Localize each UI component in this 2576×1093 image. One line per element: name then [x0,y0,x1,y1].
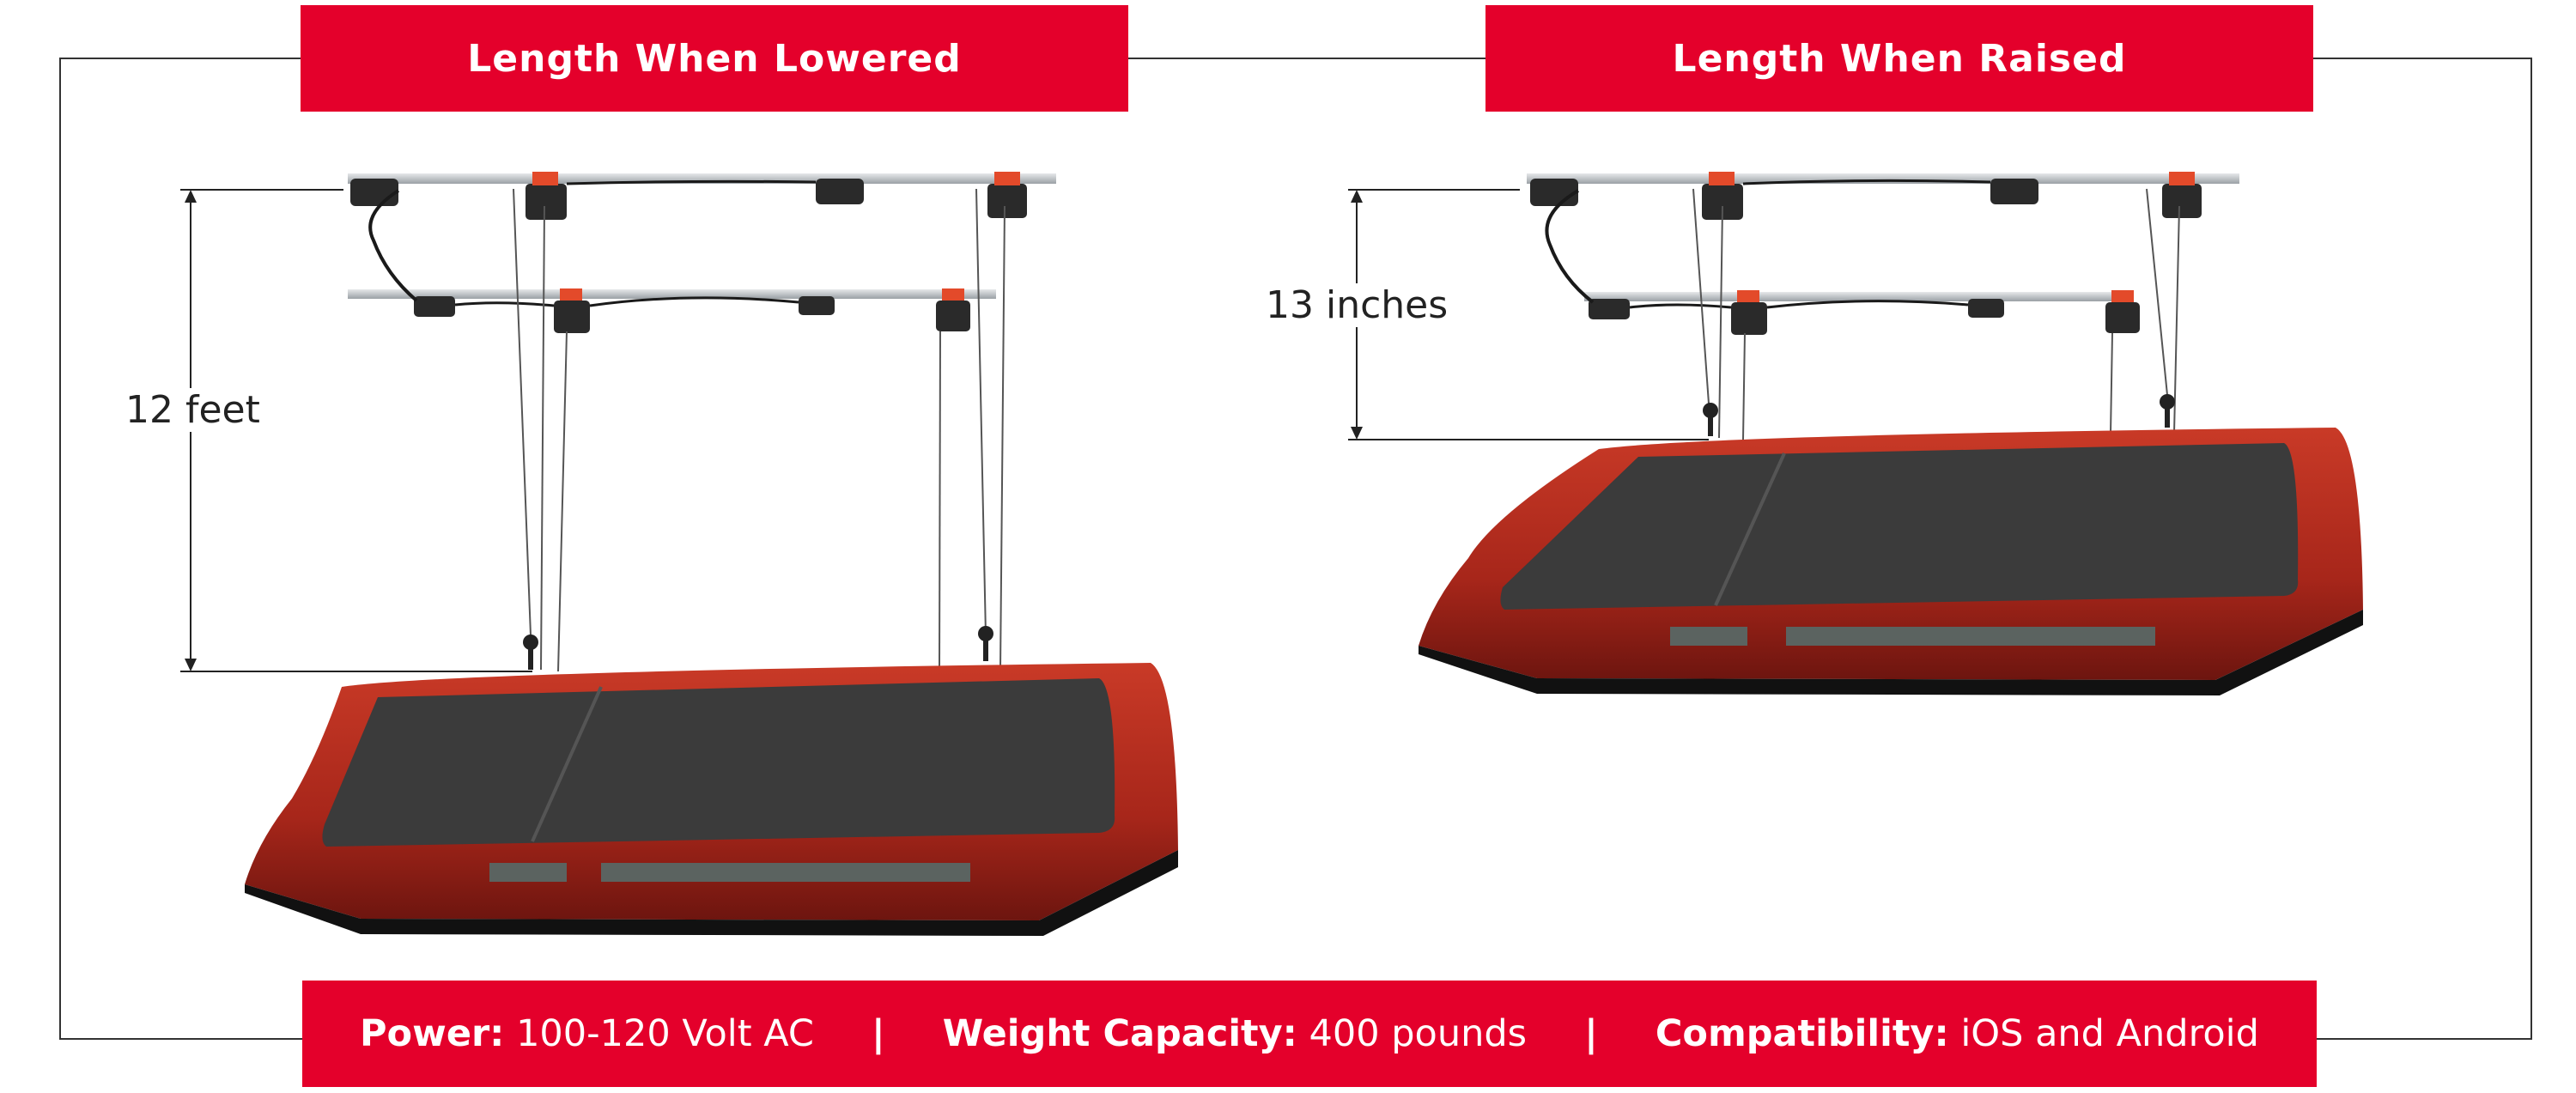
spec-weight-label: Weight Capacity: [942,1012,1297,1055]
dimension-line-raised [1348,189,1709,440]
ceiling-rail-raised [1527,173,2239,301]
pulley-hook-icon [523,626,993,670]
header-length-lowered: Length When Lowered [301,5,1128,112]
truck-cap-shell-raised [1419,428,2363,695]
dimension-label-lowered: 12 feet [122,388,264,432]
spec-weight: Weight Capacity: 400 pounds [943,1012,1527,1055]
spec-separator: | [871,1012,885,1055]
ceiling-rail-upper [348,173,1056,299]
spec-power-value: 100-120 Volt AC [516,1012,814,1055]
pulley-hook-icon [1703,394,2175,436]
spec-power-label: Power: [360,1012,505,1055]
spec-bar: Power: 100-120 Volt AC | Weight Capacity… [302,981,2317,1087]
spec-compatibility-label: Compatibility: [1655,1012,1949,1055]
spec-separator: | [1584,1012,1598,1055]
header-length-raised: Length When Raised [1485,5,2313,112]
spec-power: Power: 100-120 Volt AC [360,1012,814,1055]
spec-compatibility: Compatibility: iOS and Android [1656,1012,2259,1055]
spec-compatibility-value: iOS and Android [1960,1012,2259,1055]
spec-weight-value: 400 pounds [1309,1012,1528,1055]
frame-border [59,58,2532,1040]
truck-cap-shell-lowered [245,663,1178,936]
dimension-label-raised: 13 inches [1262,283,1452,327]
lowered-illustration [180,172,1178,936]
motor-unit-icon [350,172,1027,333]
raised-illustration [1348,172,2363,695]
motor-unit-icon [1530,172,2202,335]
